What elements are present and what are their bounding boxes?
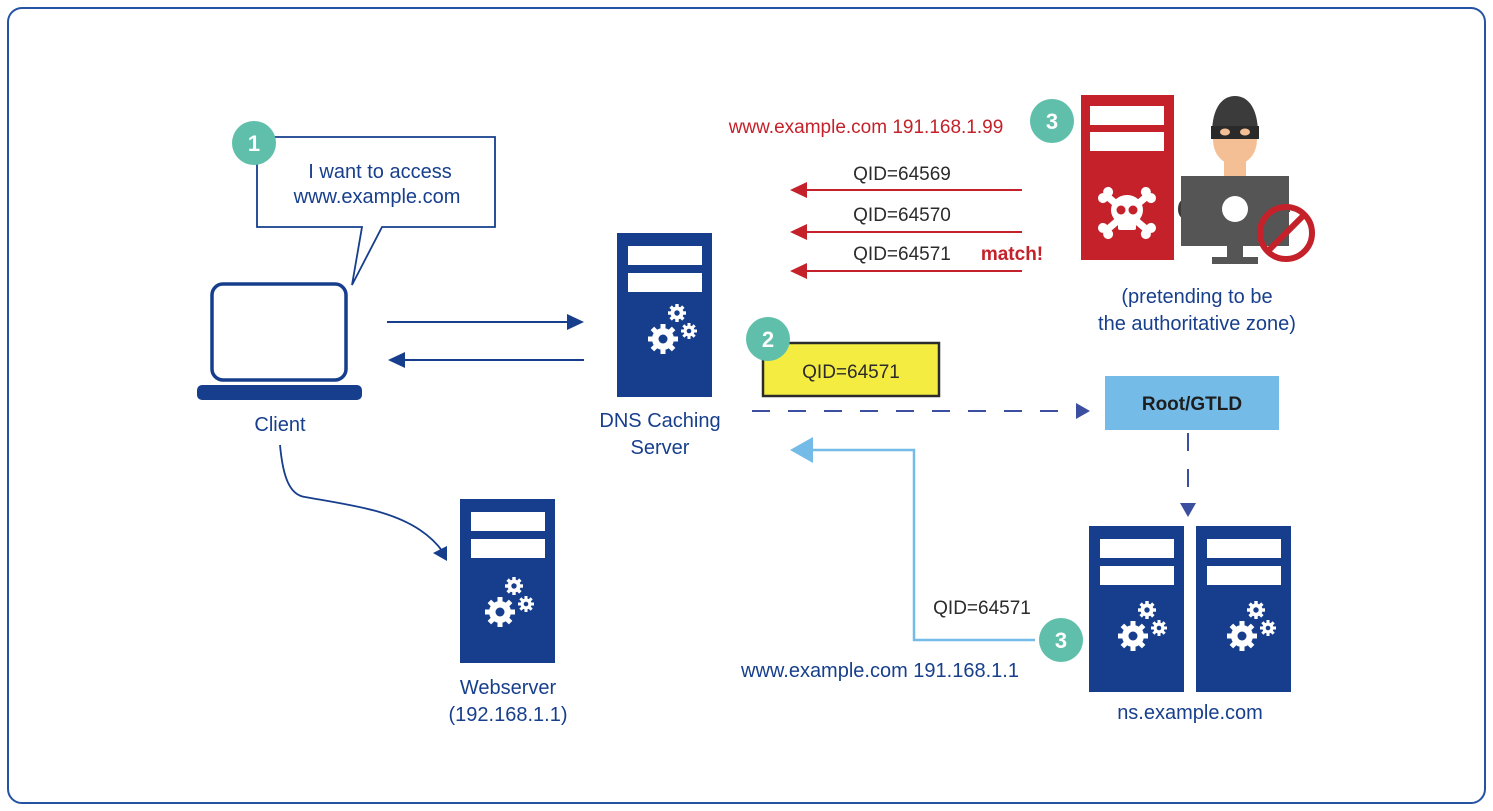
skull-crossbones-icon xyxy=(1097,186,1157,240)
forged-qid-3: QID=64571 xyxy=(853,244,951,265)
forged-response-3: QID=64571 match! xyxy=(790,244,1043,279)
forged-qid-1: QID=64569 xyxy=(853,164,951,185)
webserver-label-line2: (192.168.1.1) xyxy=(449,704,568,726)
forged-qid-2: QID=64570 xyxy=(853,205,951,226)
step1-badge: 1 xyxy=(232,121,276,165)
legit-response-arrow xyxy=(790,437,1035,642)
step1-speech-bubble: I want to access www.example.com xyxy=(256,136,496,286)
legit-response-qid: QID=64571 xyxy=(933,598,1031,619)
step2-badge-number: 2 xyxy=(762,327,774,352)
prohibited-icon xyxy=(1257,204,1315,262)
bubble-text-line2: www.example.com xyxy=(293,186,461,208)
attacker-caption-line1: (pretending to be xyxy=(1121,286,1272,308)
webserver-label-line1: Webserver xyxy=(460,677,557,699)
step2-qid-box: QID=64571 xyxy=(761,341,941,398)
step2-qid-text: QID=64571 xyxy=(802,362,900,383)
step1-badge-number: 1 xyxy=(248,131,260,156)
attacker-badge: 3 xyxy=(1030,99,1074,143)
root-to-ns-dashed-arrow xyxy=(1180,433,1196,517)
client-to-webserver-arrow xyxy=(279,444,447,561)
client-label: Client xyxy=(254,414,306,436)
webserver-icon xyxy=(460,499,555,663)
ns-label: ns.example.com xyxy=(1117,702,1263,724)
match-label: match! xyxy=(981,244,1043,265)
legit-response-badge: 3 xyxy=(1039,618,1083,662)
forged-response-1: QID=64569 xyxy=(790,164,1022,198)
client-to-dns-arrow xyxy=(387,314,584,330)
dns-to-client-arrow xyxy=(388,352,584,368)
attacker-caption-line2: the authoritative zone) xyxy=(1098,313,1296,335)
dns-to-root-dashed-arrow xyxy=(752,403,1090,419)
attacker-badge-number: 3 xyxy=(1046,109,1058,134)
dns-server-label-line2: Server xyxy=(631,437,690,459)
legit-response-answer: www.example.com 191.168.1.1 xyxy=(740,660,1019,682)
client-laptop-icon xyxy=(197,282,362,400)
root-gtld-label: Root/GTLD xyxy=(1142,394,1242,415)
dns-server-label-line1: DNS Caching xyxy=(599,410,720,432)
attacker-answer: www.example.com 191.168.1.99 xyxy=(728,117,1004,138)
malicious-server-icon xyxy=(1081,95,1174,260)
bubble-text-line1: I want to access xyxy=(308,161,451,183)
step2-badge: 2 xyxy=(746,317,790,361)
forged-response-2: QID=64570 xyxy=(790,205,1022,240)
root-gtld-box: Root/GTLD xyxy=(1105,376,1279,430)
ns-server-icon-1 xyxy=(1089,526,1184,692)
ns-server-icon-2 xyxy=(1196,526,1291,692)
legit-response-badge-number: 3 xyxy=(1055,628,1067,653)
dns-server-icon xyxy=(617,233,712,397)
